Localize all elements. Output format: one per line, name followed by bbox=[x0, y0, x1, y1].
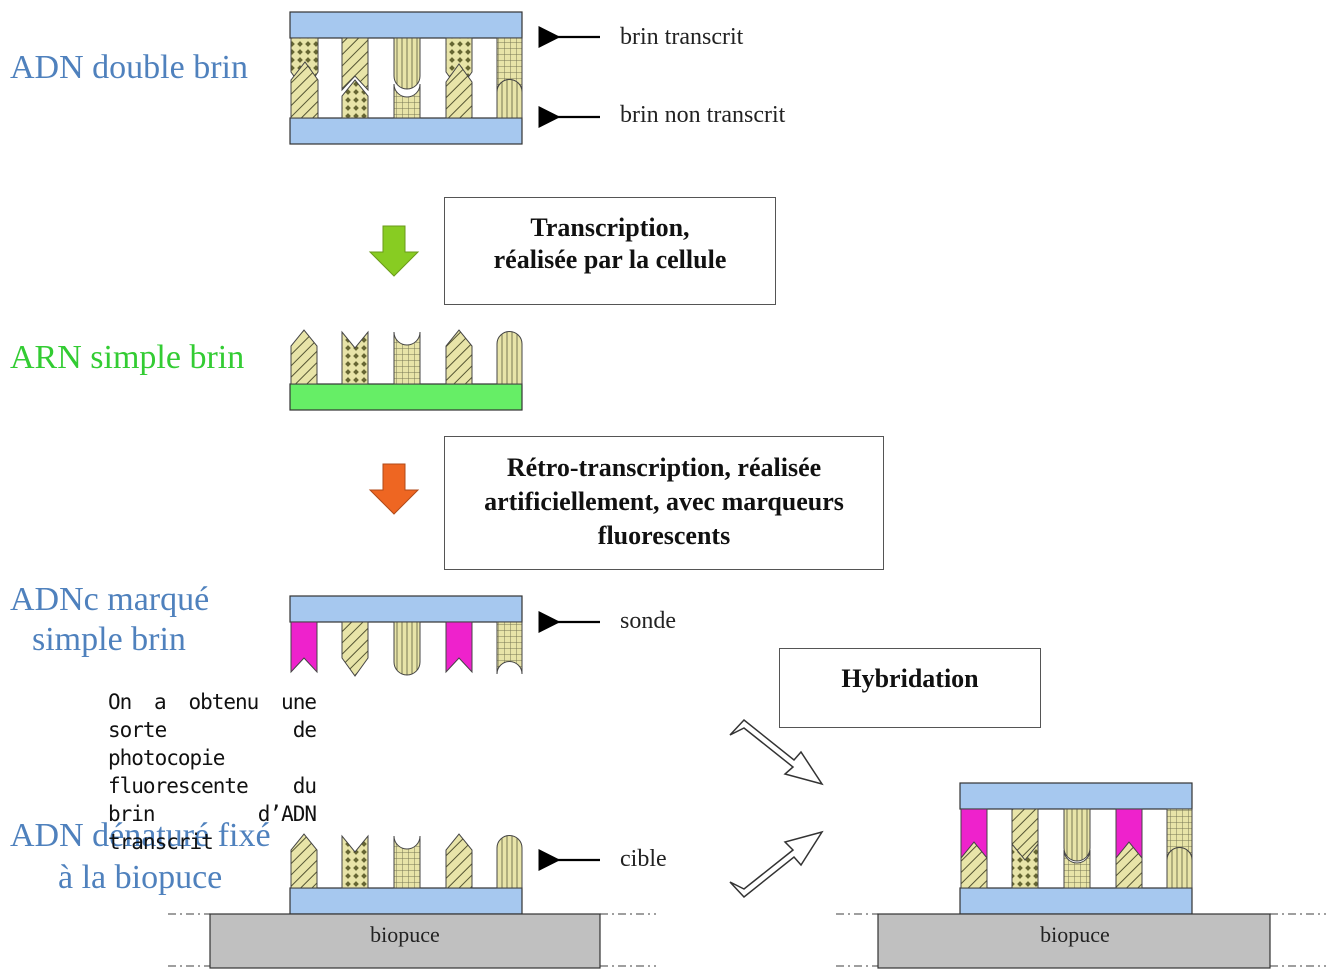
label-adn-double-brin: ADN double brin bbox=[10, 49, 248, 86]
retro-line3: fluorescents bbox=[597, 521, 731, 550]
hybridation-box: Hybridation bbox=[779, 648, 1041, 728]
base-pair-3 bbox=[393, 37, 421, 119]
label-adn-denature-line1: ADN dénaturé fixé bbox=[10, 817, 271, 854]
base-pair-4 bbox=[445, 37, 473, 119]
base-pair-2 bbox=[341, 37, 369, 119]
biopuce-left bbox=[168, 913, 656, 969]
target-base-5 bbox=[496, 835, 523, 889]
hybrid-duplex bbox=[959, 782, 1193, 915]
hollow-arrow-down-icon bbox=[729, 718, 824, 786]
transcription-subtitle: réalisée par la cellule bbox=[493, 245, 727, 274]
arn-base-1 bbox=[290, 329, 318, 385]
biopuce-right-label: biopuce bbox=[1040, 922, 1110, 947]
target-base-2 bbox=[341, 834, 369, 889]
biopuce-right bbox=[836, 913, 1326, 969]
target-base-3 bbox=[393, 835, 421, 889]
arn-base-5 bbox=[496, 331, 523, 385]
arn-single-strand bbox=[289, 329, 523, 411]
note-text: On a obtenu une sorte de photocopie fluo… bbox=[108, 690, 317, 854]
transcription-title: Transcription, bbox=[530, 213, 690, 242]
biopuce-left-label: biopuce bbox=[370, 922, 440, 947]
label-adnc-line2: simple brin bbox=[32, 621, 186, 658]
bottom-strand bbox=[289, 117, 523, 145]
label-adn-denature-line2: à la biopuce bbox=[58, 859, 223, 896]
label-adnc-line1: ADNc marqué bbox=[10, 581, 210, 618]
adn-double-strand bbox=[289, 11, 523, 145]
arn-base-2 bbox=[341, 330, 369, 385]
target-strand bbox=[289, 887, 523, 915]
label-brin-transcrit: brin transcrit bbox=[620, 24, 744, 50]
base-pair-5 bbox=[496, 37, 523, 119]
probe-base-5 bbox=[496, 621, 523, 675]
target-base-4 bbox=[445, 833, 473, 889]
hybridation-title: Hybridation bbox=[841, 664, 979, 693]
retro-transcription-box: Rétro-transcription, réalisée artificiel… bbox=[444, 436, 884, 570]
label-brin-non-transcrit: brin non transcrit bbox=[620, 102, 786, 128]
label-cible: cible bbox=[620, 846, 667, 872]
arn-base-4 bbox=[445, 329, 473, 385]
retro-transcription-arrow-icon bbox=[368, 463, 420, 515]
label-sonde: sonde bbox=[620, 608, 676, 634]
retro-title: Rétro-transcription bbox=[506, 453, 725, 482]
retro-line1: , réalisée bbox=[724, 453, 822, 482]
probe-base-2 bbox=[341, 621, 369, 677]
adnc-probe bbox=[289, 595, 523, 677]
hybrid-top-strand bbox=[959, 782, 1193, 810]
probe-base-4 bbox=[445, 621, 473, 674]
base-pair-1 bbox=[290, 37, 319, 119]
label-arn-simple-brin: ARN simple brin bbox=[10, 339, 245, 376]
biopuce-left-chip bbox=[209, 913, 601, 969]
arn-base-3 bbox=[393, 331, 421, 385]
probe-base-1 bbox=[290, 621, 318, 674]
hybrid-bottom-strand bbox=[959, 887, 1193, 915]
target-base-1 bbox=[290, 833, 318, 889]
biopuce-right-chip bbox=[877, 913, 1271, 969]
probe-base-3 bbox=[393, 621, 421, 676]
probe-strand bbox=[289, 595, 523, 623]
target-dna bbox=[289, 833, 523, 915]
arn-strand bbox=[289, 383, 523, 411]
top-strand bbox=[289, 11, 523, 39]
transcription-arrow-icon bbox=[368, 225, 420, 277]
hollow-arrow-up-icon bbox=[729, 830, 824, 899]
transcription-box: Transcription, réalisée par la cellule bbox=[444, 197, 776, 305]
retro-line2: artificiellement, avec marqueurs bbox=[484, 487, 844, 516]
